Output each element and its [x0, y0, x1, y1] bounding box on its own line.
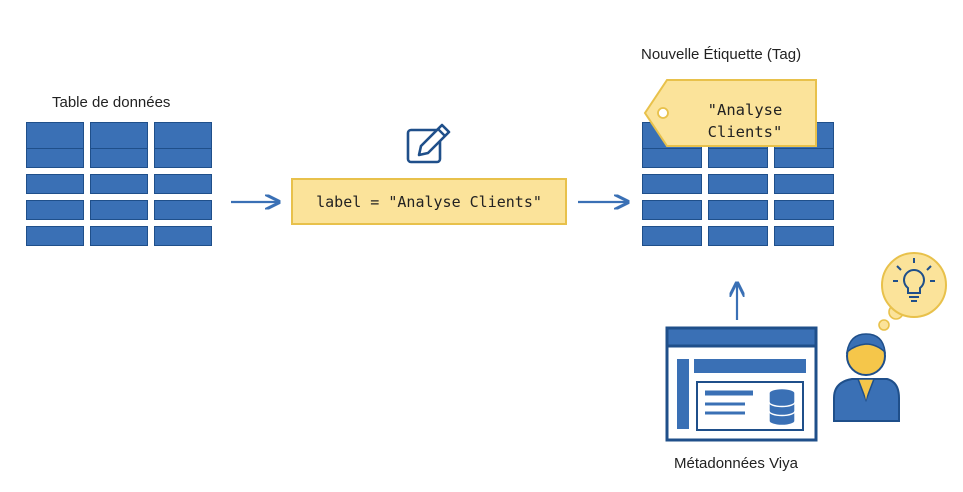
table-cell	[90, 148, 148, 168]
result-title: Nouvelle Étiquette (Tag)	[641, 46, 802, 63]
user-icon	[833, 333, 900, 422]
code-text: label = "Analyse Clients"	[316, 192, 542, 211]
table-cell	[154, 200, 212, 220]
tag-text: "Analyse Clients"	[680, 91, 810, 151]
table-cell	[774, 226, 834, 246]
source-table-title: Table de données	[52, 94, 171, 111]
table-cell	[90, 226, 148, 246]
table-cell	[642, 226, 702, 246]
table-cell	[90, 200, 148, 220]
table-cell	[642, 148, 702, 168]
table-cell	[26, 200, 84, 220]
table-cell	[26, 174, 84, 194]
tag-line-1: "Analyse	[707, 101, 783, 119]
table-cell	[154, 226, 212, 246]
tag-line-2: Clients"	[707, 123, 783, 141]
thought-bubble-icon	[878, 252, 947, 331]
edit-icon	[406, 123, 451, 164]
table-cell	[774, 200, 834, 220]
database-icon	[768, 387, 796, 427]
table-cell	[26, 226, 84, 246]
table-cell	[642, 200, 702, 220]
tag-icon	[643, 79, 817, 147]
table-cell	[774, 174, 834, 194]
lightbulb-icon	[893, 258, 935, 302]
table-cell	[708, 148, 768, 168]
table-cell	[154, 148, 212, 168]
metadata-label: Métadonnées Viya	[674, 455, 798, 472]
table-cell	[26, 148, 84, 168]
table-cell	[708, 200, 768, 220]
metadata-window-icon	[665, 326, 818, 442]
table-cell	[708, 174, 768, 194]
source-table	[26, 122, 212, 246]
table-cell	[774, 148, 834, 168]
table-cell	[90, 174, 148, 194]
table-cell	[642, 174, 702, 194]
table-cell	[708, 226, 768, 246]
table-cell	[154, 174, 212, 194]
label-assignment-code: label = "Analyse Clients"	[291, 178, 567, 225]
